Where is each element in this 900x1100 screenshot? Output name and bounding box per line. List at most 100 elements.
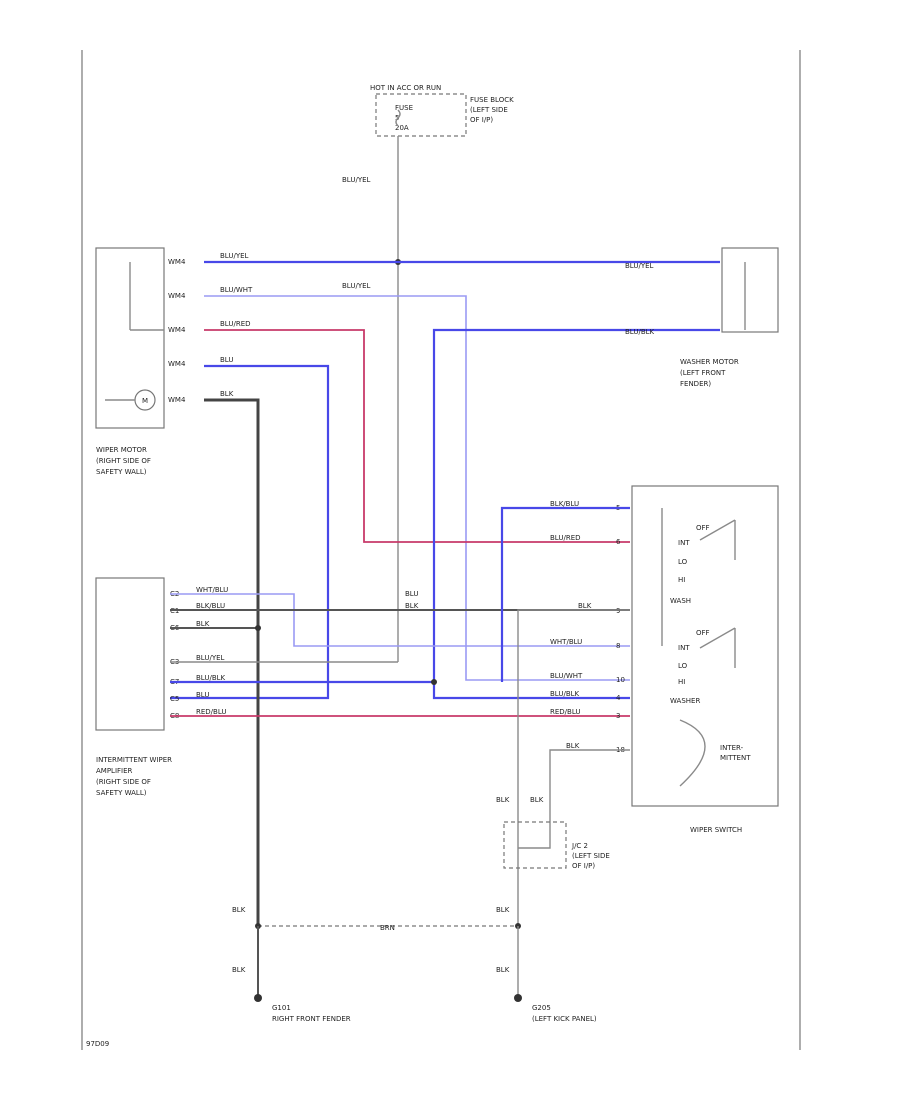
junction-bus <box>518 830 551 849</box>
sw-pos-washer: WASHER <box>670 697 700 705</box>
wire-label-gnd-5: BLK <box>232 966 246 974</box>
wiper-motor: M WIPER MOTOR (RIGHT SIDE OF SAFETY WALL… <box>95 247 165 476</box>
wire-label-sw-5: BLU/WHT <box>550 672 583 680</box>
amplifier-box <box>95 577 165 731</box>
wire-label-amp-7: RED/BLU <box>196 708 227 716</box>
fuse-block: HOT IN ACC OR RUN FUSE 5 20A FUSE BLOCK … <box>370 84 514 137</box>
conn-wm-2: WM4 <box>168 292 186 300</box>
splice-amp-5 <box>431 679 437 685</box>
wire-label-sw-3: BLK <box>578 602 592 610</box>
sw-pos-hi-2: HI <box>678 678 685 686</box>
wire-label-sw-7: RED/BLU <box>550 708 581 716</box>
wire-label-amp-5: BLU/BLK <box>196 674 226 682</box>
wire-label-gnd-2: BLK <box>530 796 544 804</box>
conn-wm-1: WM4 <box>168 258 186 266</box>
amplifier-label-2: AMPLIFIER <box>96 767 133 775</box>
fuse-location-1: FUSE BLOCK <box>470 96 514 104</box>
wire-label-wiper-4: BLU <box>220 356 233 364</box>
amplifier: INTERMITTENT WIPER AMPLIFIER (RIGHT SIDE… <box>95 577 172 797</box>
junction-box-outline <box>503 821 567 869</box>
wiper-switch: WIPER SWITCH OFF INT LO HI WASH OFF INT … <box>631 485 779 834</box>
wiper-motor-label-3: SAFETY WALL) <box>96 468 147 476</box>
washer-motor-label-1: WASHER MOTOR <box>680 358 739 366</box>
ground-icon-right <box>254 994 262 1002</box>
wire-wiper-4 <box>170 364 330 700</box>
ground-right-label-2: RIGHT FRONT FENDER <box>272 1015 351 1023</box>
amp-pin-6: C5 <box>170 695 179 703</box>
sw-pos-intermittent-1: INTER- <box>720 744 744 752</box>
page-code: 97D09 <box>86 1040 109 1048</box>
wiper-motor-box <box>95 247 165 429</box>
sw-pos-int-1: INT <box>678 539 690 547</box>
wire-label-wiper-1: BLU/YEL <box>220 252 249 260</box>
amplifier-label-1: INTERMITTENT WIPER <box>96 756 172 764</box>
fuse-amps: 20A <box>395 124 409 132</box>
sw-pin-4: 8 <box>616 642 620 650</box>
wire-label-mid-blk: BLK <box>405 602 419 610</box>
wire-label-sw-8: BLK <box>566 742 580 750</box>
wire-label-amp-2: BLK/BLU <box>196 602 225 610</box>
switch-contact-2 <box>699 627 736 649</box>
wire-label-wiper-2: BLU/WHT <box>220 286 253 294</box>
fuse-location-2: (LEFT SIDE <box>470 106 508 114</box>
wire-label-amp-6: BLU <box>196 691 209 699</box>
wire-wiper-2 <box>204 295 630 681</box>
wire-sw-8 <box>549 749 630 830</box>
sw-pin-3: 9 <box>616 607 620 615</box>
ground-left-label-2: (LEFT KICK PANEL) <box>532 1015 597 1023</box>
sw-pin-6: 4 <box>616 694 621 702</box>
motor-symbol: M <box>142 397 148 405</box>
wiper-switch-label: WIPER SWITCH <box>690 826 742 834</box>
switch-contact-1 <box>699 519 736 541</box>
ground-left-label-1: G205 <box>532 1004 551 1012</box>
fuse-element-icon <box>395 109 401 127</box>
sw-pin-5: 10 <box>616 676 625 684</box>
wire-amp-1 <box>170 593 630 647</box>
wire-label-sw-1: BLK/BLU <box>550 500 579 508</box>
wire-sw-1 <box>500 506 630 682</box>
wire-label-gnd-3: BLK <box>232 906 246 914</box>
wire-label-sw-6: BLU/BLK <box>550 690 580 698</box>
wire-label-washer-2: BLU/BLK <box>625 328 655 336</box>
conn-wm-3: WM4 <box>168 326 186 334</box>
wire-label-sw-4: WHT/BLU <box>550 638 582 646</box>
wire-label-mid-blu: BLU <box>405 590 418 598</box>
washer-motor: WASHER MOTOR (LEFT FRONT FENDER) <box>680 247 779 388</box>
wire-label-gnd-6: BLK <box>496 966 510 974</box>
sw-pos-hi-1: HI <box>678 576 685 584</box>
fuse-header: HOT IN ACC OR RUN <box>370 84 441 92</box>
wire-label-amp-4: BLU/YEL <box>196 654 225 662</box>
conn-wm-4: WM4 <box>168 360 186 368</box>
conn-wm-5: WM4 <box>168 396 186 404</box>
washer-motor-label-3: FENDER) <box>680 380 711 388</box>
wire-wiper-5 <box>204 398 260 926</box>
wiper-motor-label-2: (RIGHT SIDE OF <box>96 457 151 465</box>
wire-label-amp-3: BLK <box>196 620 210 628</box>
junction-label-2: (LEFT SIDE <box>572 852 610 860</box>
wiper-motor-label-1: WIPER MOTOR <box>96 446 147 454</box>
sw-pos-lo-2: LO <box>678 662 688 670</box>
sw-pos-lo-1: LO <box>678 558 688 566</box>
wire-label-gnd-4: BLK <box>496 906 510 914</box>
sw-pos-int-2: INT <box>678 644 690 652</box>
washer-motor-box <box>721 247 779 333</box>
amplifier-label-4: SAFETY WALL) <box>96 789 147 797</box>
wire-sw-3 <box>517 609 630 926</box>
sw-pin-7: 3 <box>616 712 620 720</box>
wiper-switch-box <box>631 485 779 807</box>
wire-wiper-3 <box>204 329 630 543</box>
sw-pos-off-2: OFF <box>696 629 710 637</box>
amplifier-label-3: (RIGHT SIDE OF <box>96 778 151 786</box>
wire-label-amp-1: WHT/BLU <box>196 586 228 594</box>
junction-label-3: OF I/P) <box>572 862 595 870</box>
wire-label-gnd-1: BLK <box>496 796 510 804</box>
sw-pos-wash: WASH <box>670 597 691 605</box>
fuse-block-outline <box>375 93 467 137</box>
sw-pin-2: 6 <box>616 538 621 546</box>
sw-pos-intermittent-2: MITTENT <box>720 754 751 762</box>
wire-label-wiper-3: BLU/RED <box>220 320 251 328</box>
washer-motor-label-2: (LEFT FRONT <box>680 369 726 377</box>
switch-intermittent-arc <box>679 719 706 787</box>
wire-label-feed-2: BLU/YEL <box>342 282 371 290</box>
ground-icon-left <box>514 994 522 1002</box>
